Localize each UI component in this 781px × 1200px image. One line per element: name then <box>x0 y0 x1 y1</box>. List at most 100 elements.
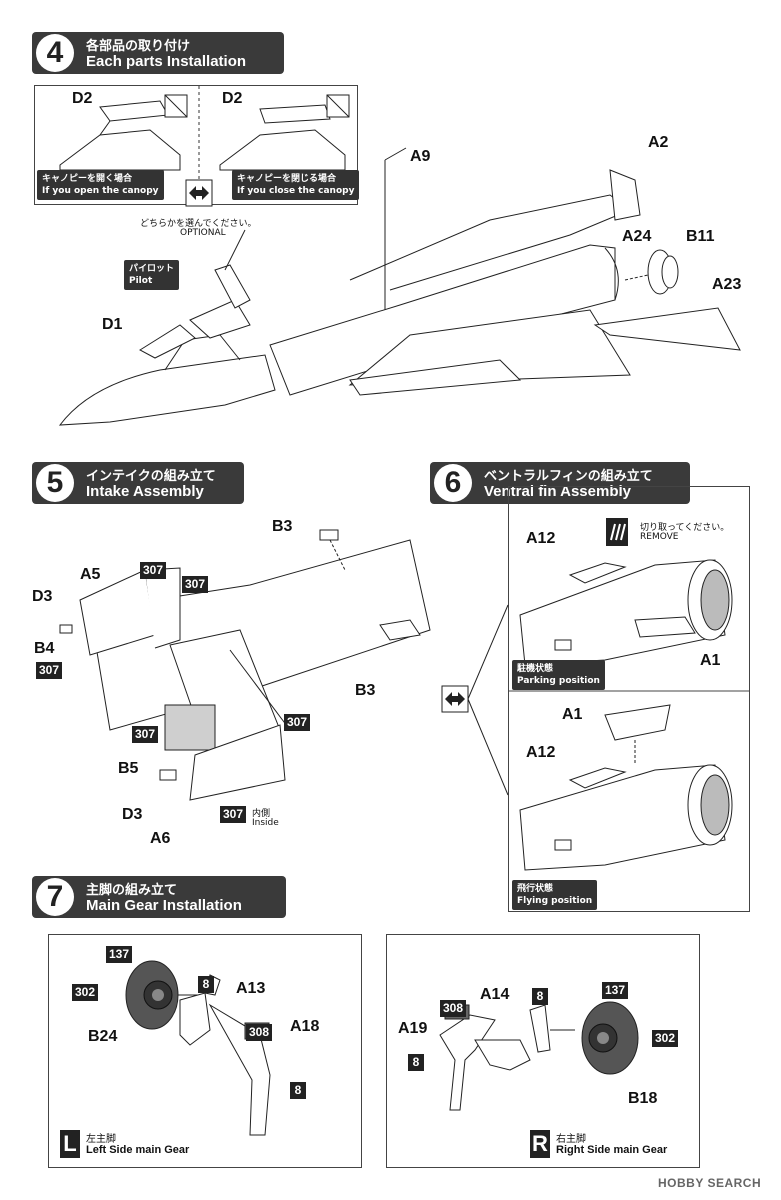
paint-307-5: 307 <box>132 726 159 743</box>
paint-137-left: 137 <box>106 946 133 963</box>
paint-308-left: 308 <box>246 1024 273 1041</box>
flying-jp: 飛行状態 <box>517 884 554 894</box>
caption-close-en: If you close the canopy <box>237 186 355 196</box>
optional-en: OPTIONAL <box>180 228 226 238</box>
label-d3-bottom: D3 <box>122 806 143 823</box>
step4-header: 4 各部品の取り付け Each parts Installation <box>32 32 284 74</box>
label-a13: A13 <box>236 980 266 997</box>
step5-header: 5 インテイクの組み立て Intake Assembly <box>32 462 244 504</box>
label-a9: A9 <box>410 148 431 165</box>
label-a6: A6 <box>150 830 171 847</box>
label-b3-right: B3 <box>355 682 376 699</box>
pilot-tag: パイロット Pilot <box>124 260 180 290</box>
paint-137-right: 137 <box>602 982 629 999</box>
step4-title-en: Each parts Installation <box>86 53 247 70</box>
remove-en: REMOVE <box>640 532 679 542</box>
inside-jp: 内側 <box>252 809 271 819</box>
paint-307-4: 307 <box>284 714 311 731</box>
label-d2-open: D2 <box>72 90 93 107</box>
label-a23: A23 <box>712 276 742 293</box>
pilot-en: Pilot <box>129 276 153 286</box>
label-b11: B11 <box>686 228 715 245</box>
step7-number: 7 <box>36 878 74 916</box>
left-gear-en: Left Side main Gear <box>86 1144 190 1156</box>
step5-number: 5 <box>36 464 74 502</box>
swap-arrow-icon <box>441 685 469 713</box>
label-a24: A24 <box>622 228 652 245</box>
step4-number: 4 <box>36 34 74 72</box>
step7-title-en: Main Gear Installation <box>86 897 242 914</box>
right-gear-drawing <box>439 1001 639 1111</box>
right-gear-en: Right Side main Gear <box>556 1144 668 1156</box>
paint-8-left-bottom: 8 <box>290 1082 306 1099</box>
paint-307-1: 307 <box>140 562 167 579</box>
choose-arrow-icon <box>185 179 213 207</box>
aircraft-fuselage-drawing <box>58 147 741 426</box>
paint-302-right: 302 <box>652 1030 679 1047</box>
remove-icon <box>606 518 628 546</box>
label-a18: A18 <box>290 1018 320 1035</box>
label-a12-flying: A12 <box>526 744 556 761</box>
right-gear-jp: 右主脚 <box>556 1134 586 1145</box>
label-a1-parking: A1 <box>700 652 721 669</box>
label-b24: B24 <box>88 1028 118 1045</box>
label-a14: A14 <box>480 986 510 1003</box>
intake-assembly-drawing <box>59 529 431 801</box>
step4-title-jp: 各部品の取り付け <box>86 39 191 54</box>
watermark: HOBBY SEARCH <box>658 1176 762 1190</box>
label-a12-parking: A12 <box>526 530 556 547</box>
paint-302-left: 302 <box>72 984 99 1001</box>
left-gear-drawing <box>125 960 271 1136</box>
parking-tag: 駐機状態 Parking position <box>512 660 605 690</box>
label-a2: A2 <box>648 134 669 151</box>
label-d2-close: D2 <box>222 90 243 107</box>
step6-title-en: Ventral fin Assembly <box>484 483 631 500</box>
paint-307-3: 307 <box>36 662 63 679</box>
label-d1: D1 <box>102 316 123 333</box>
left-gear-box <box>48 934 362 1168</box>
inside-en: Inside <box>252 818 279 828</box>
paint-308-right: 308 <box>440 1000 467 1017</box>
parking-en: Parking position <box>517 676 600 686</box>
paint-307-6: 307 <box>220 806 247 823</box>
step5-title-jp: インテイクの組み立て <box>86 469 216 484</box>
label-a1-flying: A1 <box>562 706 583 723</box>
remove-jp: 切り取ってください。 <box>640 523 730 533</box>
parking-position-drawing <box>519 559 733 666</box>
right-gear-box <box>386 934 700 1168</box>
label-b18: B18 <box>628 1090 658 1107</box>
paint-307-2: 307 <box>182 576 209 593</box>
step6-header: 6 ベントラルフィンの組み立て Ventral fin Assembly <box>430 462 690 504</box>
ventral-divider <box>508 690 749 692</box>
left-gear-jp: 左主脚 <box>86 1134 116 1145</box>
step6-title-jp: ベントラルフィンの組み立て <box>484 469 653 484</box>
canopy-close-drawing <box>219 94 350 171</box>
label-d3-top: D3 <box>32 588 53 605</box>
pilot-jp: パイロット <box>129 264 175 274</box>
flying-en: Flying position <box>517 896 593 906</box>
step7-header: 7 主脚の組み立て Main Gear Installation <box>32 876 286 918</box>
step6-number: 6 <box>434 464 472 502</box>
optional-jp: どちらかを選んでください。 <box>140 219 257 229</box>
ventral-fin-box <box>508 486 750 912</box>
step7-title-jp: 主脚の組み立て <box>86 883 178 898</box>
right-gear-letter: R <box>530 1130 550 1158</box>
paint-8-right-bottom: 8 <box>408 1054 424 1071</box>
label-b4: B4 <box>34 640 55 657</box>
label-a5: A5 <box>80 566 101 583</box>
flying-position-drawing <box>519 704 733 871</box>
label-a19: A19 <box>398 1020 428 1037</box>
caption-open-canopy: キャノピーを開く場合 If you open the canopy <box>37 170 164 200</box>
paint-8-left-top: 8 <box>198 976 214 993</box>
swap-connector-lines <box>467 604 509 796</box>
caption-open-en: If you open the canopy <box>42 186 159 196</box>
label-b5: B5 <box>118 760 139 777</box>
paint-8-right-top: 8 <box>532 988 548 1005</box>
flying-tag: 飛行状態 Flying position <box>512 880 598 910</box>
label-b3-top: B3 <box>272 518 293 535</box>
caption-close-jp: キャノピーを閉じる場合 <box>237 174 337 184</box>
parking-jp: 駐機状態 <box>517 664 554 674</box>
caption-close-canopy: キャノピーを閉じる場合 If you close the canopy <box>232 170 360 200</box>
left-gear-letter: L <box>60 1130 80 1158</box>
step5-title-en: Intake Assembly <box>86 483 204 500</box>
